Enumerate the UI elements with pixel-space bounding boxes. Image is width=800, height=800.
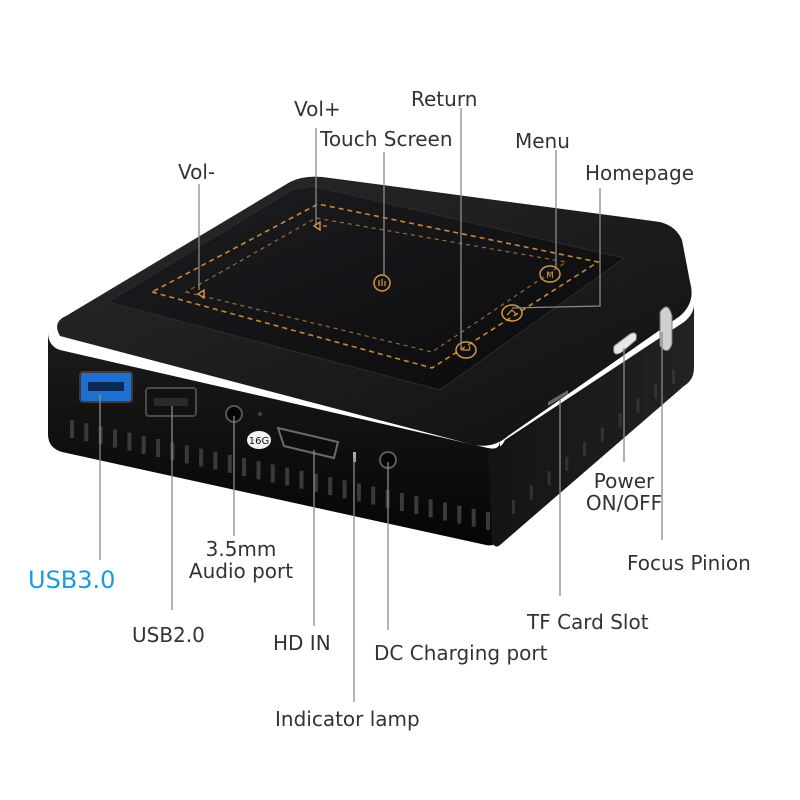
vent-slot	[654, 384, 658, 399]
vent-slot	[583, 442, 587, 457]
vent-slot	[199, 448, 204, 467]
label-audio: 3.5mm Audio port	[180, 538, 302, 582]
label-indicator: Indicator lamp	[275, 707, 420, 731]
svg-text:M: M	[546, 271, 554, 281]
touch-icon	[373, 274, 391, 292]
vol-plus-icon	[312, 220, 327, 232]
vent-slot	[443, 502, 447, 521]
vent-slot	[242, 458, 247, 477]
label-vol-plus: Vol+	[294, 97, 341, 121]
vent-slot	[270, 464, 275, 483]
vent-slot	[672, 370, 675, 384]
vent-slot	[256, 461, 261, 480]
label-audio-line1: 3.5mm	[205, 537, 277, 561]
vent-slot	[414, 496, 419, 515]
touch-screen-glass	[106, 185, 626, 391]
vol-minus-icon	[196, 288, 205, 300]
indicator-lamp-visual	[353, 452, 356, 462]
vent-slot	[600, 427, 604, 442]
vent-slot	[156, 439, 161, 457]
home-icon	[501, 304, 523, 322]
capacity-badge-text: 16G	[249, 436, 269, 447]
label-touch-screen: Touch Screen	[320, 127, 453, 151]
vent-slot	[299, 470, 304, 489]
callout-homepage	[511, 188, 601, 309]
vent-slot	[428, 499, 433, 518]
label-vol-minus: Vol-	[178, 160, 216, 184]
menu-icon: M	[539, 265, 561, 283]
vent-slot	[70, 420, 74, 438]
focus-wheel-visual	[659, 306, 673, 351]
vent-slot	[356, 483, 361, 502]
vent-slot	[113, 429, 117, 448]
vent-slot	[371, 486, 376, 505]
vent-slot	[84, 423, 89, 442]
capacity-badge	[247, 431, 271, 449]
vent-slot	[399, 493, 404, 511]
vent-slot	[529, 485, 533, 500]
vent-slot	[328, 477, 333, 496]
right-face	[488, 304, 694, 547]
label-usb20: USB2.0	[132, 623, 205, 647]
vent-slot	[471, 508, 476, 527]
label-tf-card: TF Card Slot	[527, 610, 649, 634]
vent-slot	[213, 451, 218, 470]
vent-slot	[457, 505, 462, 524]
vent-slot	[636, 398, 640, 413]
callout-lines	[99, 108, 663, 702]
label-audio-line2: Audio port	[188, 559, 294, 583]
label-usb30: USB3.0	[28, 566, 116, 594]
hdmi-port-visual	[276, 426, 340, 460]
label-dc-charging: DC Charging port	[374, 641, 548, 665]
label-hd-in: HD IN	[273, 631, 331, 655]
label-power-line1: Power	[593, 469, 655, 493]
label-power-line2: ON/OFF	[585, 491, 663, 515]
vent-slot	[547, 471, 551, 486]
tf-slot-visual	[548, 390, 568, 406]
vent-slot	[565, 456, 569, 471]
vent-slot	[227, 454, 232, 473]
label-homepage: Homepage	[585, 161, 695, 185]
vent-slot	[184, 445, 189, 464]
vent-slot	[486, 512, 490, 530]
vent-slot	[141, 435, 146, 454]
vent-slot	[342, 480, 347, 499]
label-menu: Menu	[515, 129, 570, 153]
label-power: Power ON/OFF	[572, 470, 676, 514]
vent-slot	[285, 467, 290, 486]
touch-panel-outer	[149, 203, 601, 369]
vent-slot	[512, 500, 515, 514]
label-focus-pinion: Focus Pinion	[627, 551, 751, 575]
power-switch-visual	[613, 332, 637, 355]
vent-slot	[98, 426, 103, 445]
return-icon	[455, 341, 477, 359]
label-return: Return	[411, 87, 478, 111]
vent-slot	[127, 432, 132, 451]
vent-slot	[618, 413, 622, 428]
touch-panel-inner	[184, 217, 568, 353]
vent-slot	[313, 473, 318, 492]
